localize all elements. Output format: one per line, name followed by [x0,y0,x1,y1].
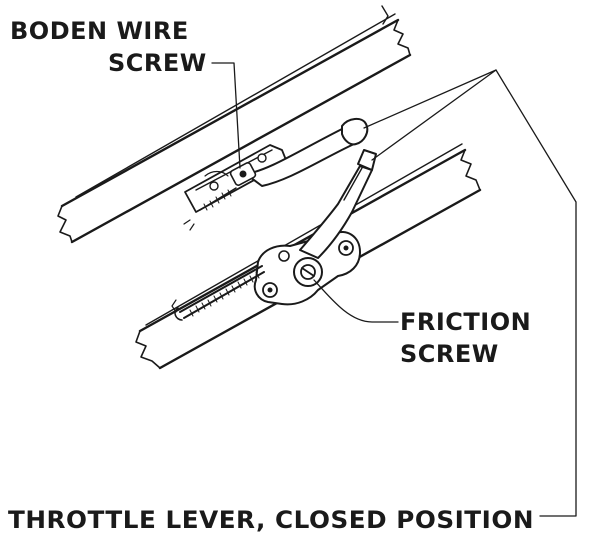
boden-wire-label-line2: SCREW [108,49,207,77]
upper-lever-assembly [183,118,369,231]
lower-lever-assembly [171,149,377,321]
friction-screw-label-line2: SCREW [400,340,499,368]
upper-rail [57,5,412,244]
friction-screw-label-line1: FRICTION [400,308,531,336]
boden-wire-label-line1: BODEN WIRE [10,17,189,45]
leader-lines [211,62,577,517]
callout-labels: BODEN WIRE SCREW FRICTION SCREW THROTTLE… [8,17,534,534]
throttle-lever-label: THROTTLE LEVER, CLOSED POSITION [8,506,534,534]
